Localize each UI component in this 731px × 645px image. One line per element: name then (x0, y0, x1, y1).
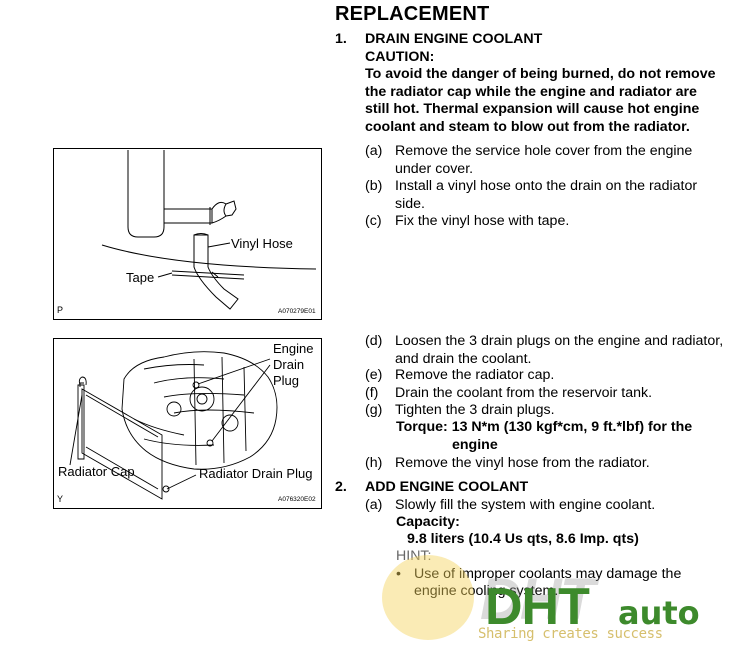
substep-label: (b) (365, 178, 383, 194)
substep-label: (g) (365, 402, 383, 418)
substep-label: (d) (365, 333, 383, 349)
figure-vinyl-hose: Vinyl Hose Tape P A070279E01 (53, 148, 322, 320)
watermark-brand-left: DHT (485, 578, 590, 636)
page-title: REPLACEMENT (335, 3, 490, 25)
substep-label: (h) (365, 455, 383, 471)
figure-vinyl-hose-drawing (101, 150, 317, 310)
caution-line-1: To avoid the danger of being burned, do … (365, 66, 716, 83)
substep-h: (h) Remove the vinyl hose from the radia… (365, 455, 731, 473)
caution-line-2: the radiator cap while the engine and ra… (365, 83, 697, 100)
step-1-heading: DRAIN ENGINE COOLANT (365, 31, 543, 47)
figure-corner-letter: Y (57, 494, 64, 504)
substep-d: (d) Loosen the 3 drain plugs on the engi… (365, 333, 731, 369)
watermark-brand-right: auto (618, 594, 700, 632)
step-2-substep-a: (a) Slowly fill the system with engine c… (365, 497, 731, 515)
substep-label: (e) (365, 367, 383, 383)
label-tape: Tape (126, 270, 155, 285)
hint-line-2: engine cooling system. (414, 583, 559, 599)
substep-label: (f) (365, 385, 379, 401)
step-2-heading: ADD ENGINE COOLANT (365, 479, 529, 495)
substep-e: (e) Remove the radiator cap. (365, 367, 731, 385)
figure-corner-letter: P (57, 305, 64, 315)
substep-text-line-1: Remove the vinyl hose from the radiator. (395, 455, 650, 471)
figure-code: A076320E02 (278, 496, 316, 503)
substep-c: (c) Fix the vinyl hose with tape. (365, 213, 731, 231)
figure-drain-plugs: Engine Drain Plug Radiator Cap Radiator … (53, 338, 322, 509)
watermark-brand-shadow: DHT (480, 567, 595, 632)
figure-drain-plugs-drawing (69, 351, 278, 500)
substep-text-line-1: Fix the vinyl hose with tape. (395, 213, 570, 229)
step-2-number: 2. (335, 479, 347, 495)
label-radiator-drain-plug: Radiator Drain Plug (199, 466, 313, 481)
torque-line-2: engine (452, 437, 498, 453)
substep-text-line-1: Drain the coolant from the reservoir tan… (395, 385, 653, 401)
hint-bullet: • (396, 566, 401, 582)
substep-label: (a) (365, 143, 383, 159)
substep-text-line-1: Tighten the 3 drain plugs. (395, 402, 555, 418)
substep-text-line-2: and drain the coolant. (395, 350, 532, 367)
caution-line-4: coolant and steam to blow out from the r… (365, 119, 690, 135)
label-engine-drain-plug-2: Drain (273, 357, 305, 372)
watermark-tagline: Sharing creates success (478, 626, 663, 642)
substep-text-line-2: side. (395, 195, 425, 212)
substep-text-line-1: Loosen the 3 drain plugs on the engine a… (395, 333, 724, 349)
watermark-logo-circle (382, 555, 474, 640)
torque-line-1: Torque: 13 N*m (130 kgf*cm, 9 ft.*lbf) f… (396, 419, 693, 435)
substep-a: (a) Remove the service hole cover from t… (365, 143, 731, 179)
label-vinyl-hose: Vinyl Hose (231, 236, 293, 251)
capacity-value: 9.8 liters (10.4 Us qts, 8.6 Imp. qts) (407, 531, 639, 547)
substep-text-line-1: Install a vinyl hose onto the drain on t… (395, 178, 698, 194)
hint-label: HINT: (396, 548, 432, 564)
label-radiator-cap: Radiator Cap (58, 464, 135, 479)
substep-text-line-2: under cover. (395, 160, 474, 177)
caution-label: CAUTION: (365, 48, 435, 65)
substep-b: (b) Install a vinyl hose onto the drain … (365, 178, 731, 214)
label-engine-drain-plug-3: Plug (273, 373, 300, 388)
capacity-label: Capacity: (396, 514, 460, 530)
figure-code: A070279E01 (278, 308, 316, 315)
substep-label: (c) (365, 213, 382, 229)
label-engine-drain-plug-1: Engine (273, 341, 314, 356)
substep-text-line-1: Remove the service hole cover from the e… (395, 143, 693, 159)
substep-text-line-1: Slowly fill the system with engine coola… (395, 497, 656, 513)
substep-f: (f) Drain the coolant from the reservoir… (365, 385, 731, 403)
substep-label: (a) (365, 497, 383, 513)
substep-text-line-1: Remove the radiator cap. (395, 367, 555, 383)
substep-g: (g) Tighten the 3 drain plugs. (365, 402, 731, 420)
step-1-number: 1. (335, 31, 347, 47)
hint-line-1: Use of improper coolants may damage the (414, 566, 682, 582)
caution-line-3: still hot. Thermal expansion will cause … (365, 101, 700, 118)
